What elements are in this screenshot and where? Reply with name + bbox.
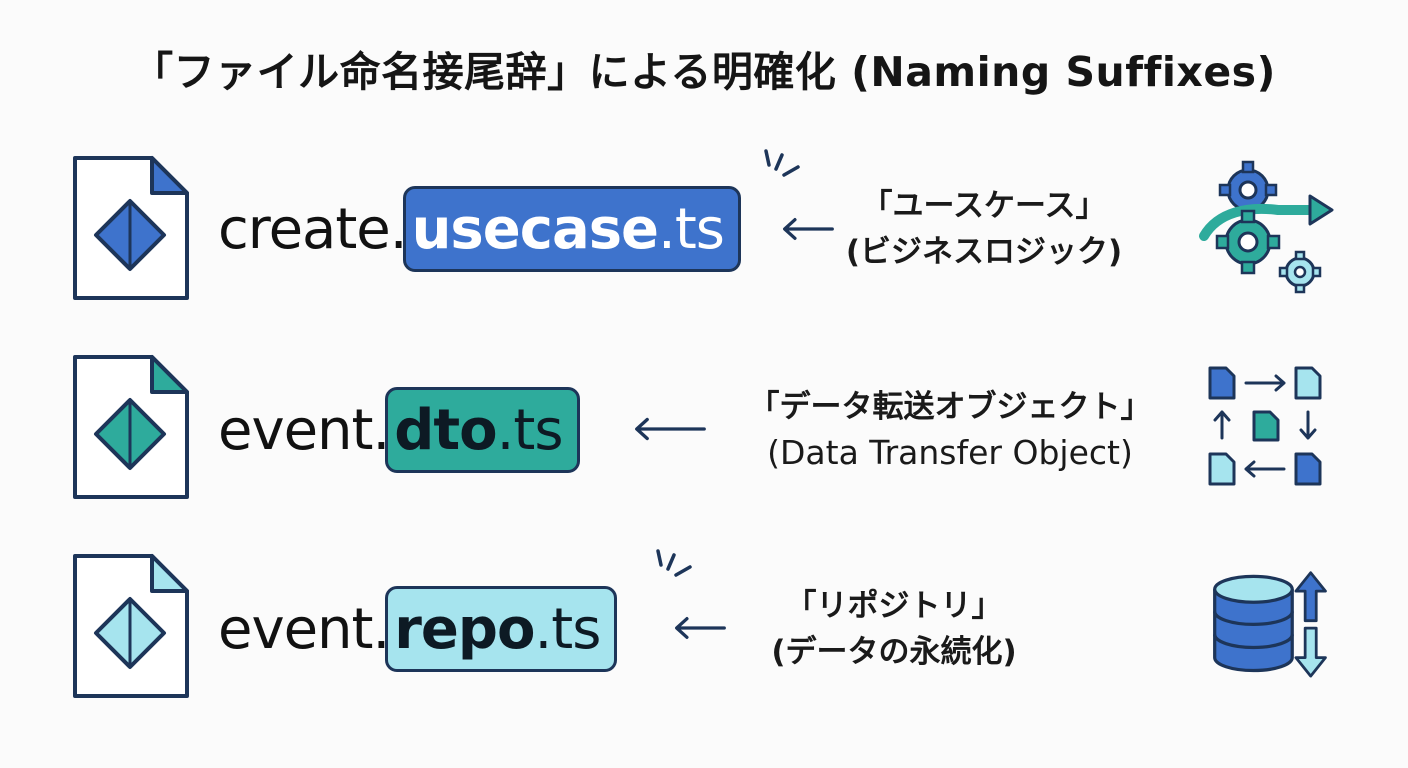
filename: event. dto .ts [218,382,580,478]
row-repo: event. repo .ts 「リポジトリ」 (データの永続化) [0,549,1408,703]
filename-prefix: event. [218,596,390,662]
file-icon [73,554,189,698]
extension-label: .ts [496,397,564,463]
description-subtitle: (データの永続化) [771,634,1017,670]
gears-arrow-icon [1199,160,1334,294]
page-title: 「ファイル命名接尾辞」による明確化 (Naming Suffixes) [132,48,1276,96]
filename: create. usecase .ts [218,181,741,277]
extension-label: .ts [658,196,725,262]
left-arrow-icon [783,218,834,240]
description: 「データ転送オブジェクト」 (Data Transfer Object) [710,384,1190,476]
suffix-label: dto [394,397,497,463]
suffix-pill: dto .ts [385,387,580,473]
suffix-pill: repo .ts [385,586,618,672]
left-arrow-icon [675,617,726,639]
left-arrow-icon [635,417,706,441]
row-dto: event. dto .ts 「データ転送オブジェクト」 (Data Trans… [0,354,1408,504]
database-sync-icon [1213,571,1327,678]
description: 「ユースケース」 (ビジネスロジック) [824,183,1144,275]
description: 「リポジトリ」 (データの永続化) [734,583,1054,675]
filename-prefix: event. [218,397,390,463]
description-title: 「ユースケース」 [861,188,1107,224]
description-subtitle: (ビジネスロジック) [845,234,1123,270]
emphasis-burst-icon [656,549,692,577]
description-title: 「リポジトリ」 [785,588,1003,624]
filename-prefix: create. [218,196,408,262]
suffix-pill: usecase .ts [402,186,741,272]
file-icon [73,355,189,499]
extension-label: .ts [534,596,601,662]
file-icon [73,156,189,300]
row-usecase: create. usecase .ts 「ユースケース」 (ビジネスロジック) [0,149,1408,305]
filename: event. repo .ts [218,581,618,677]
description-subtitle: (Data Transfer Object) [767,433,1133,472]
emphasis-burst-icon [764,149,800,177]
suffix-label: usecase [411,196,659,262]
suffix-label: repo [394,596,535,662]
data-transfer-icon [1208,366,1322,486]
description-title: 「データ転送オブジェクト」 [748,389,1152,425]
